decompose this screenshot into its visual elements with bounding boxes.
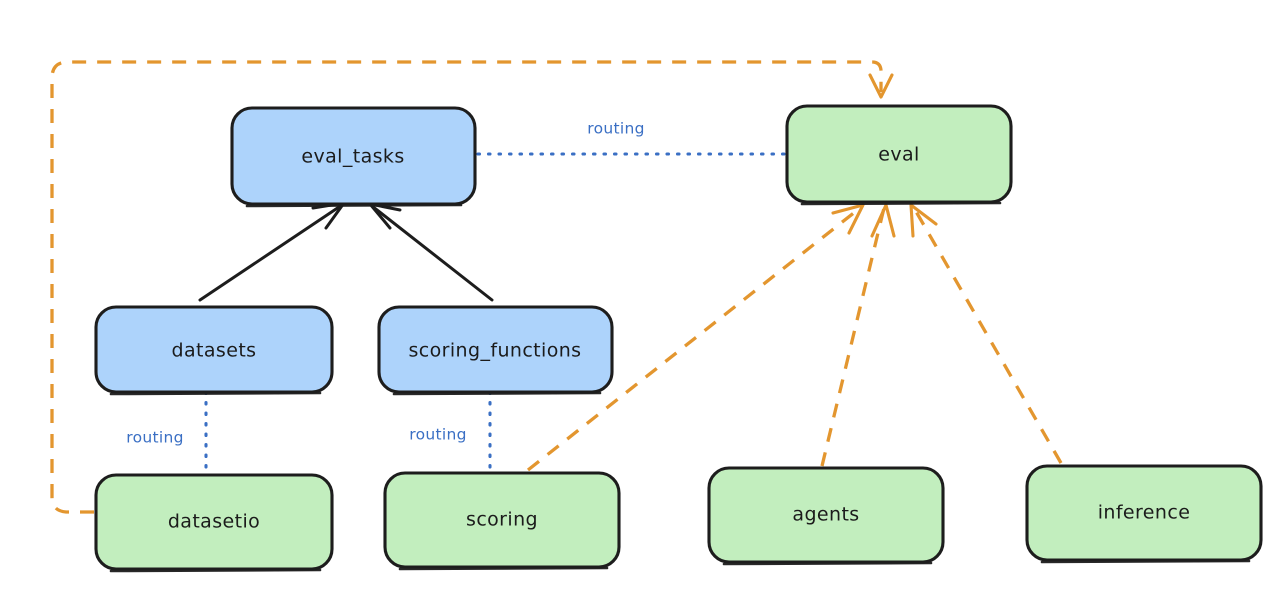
edge-datasetio-to-eval-line bbox=[50, 60, 883, 514]
edge-label-routing-eval: routing bbox=[587, 120, 645, 138]
edge-label-layer: routing routing routing bbox=[126, 120, 645, 447]
node-agents[interactable]: agents bbox=[707, 466, 945, 566]
node-datasetio[interactable]: datasetio bbox=[94, 473, 334, 573]
edge-label-routing-scoring: routing bbox=[409, 426, 467, 444]
edge-datasets-to-eval-tasks-line bbox=[198, 203, 344, 302]
node-inference[interactable]: inference bbox=[1025, 464, 1263, 564]
node-datasetio-box[interactable] bbox=[94, 473, 334, 571]
node-scoring-functions-box[interactable] bbox=[377, 305, 614, 394]
node-scoring-functions[interactable]: scoring_functions bbox=[377, 305, 614, 396]
edge-inference-to-eval-line bbox=[912, 207, 1063, 464]
edge-scoring-functions-to-eval-tasks bbox=[368, 202, 494, 302]
node-eval[interactable]: eval bbox=[785, 104, 1013, 206]
node-eval-box[interactable] bbox=[785, 104, 1013, 204]
edge-agents-to-eval-line bbox=[820, 207, 886, 467]
edge-layer bbox=[50, 60, 1063, 514]
edge-label-routing-datasets: routing bbox=[126, 429, 184, 447]
edge-scoring-to-eval bbox=[526, 203, 865, 472]
node-eval-label: eval bbox=[878, 144, 919, 166]
node-scoring-functions-label: scoring_functions bbox=[409, 340, 582, 362]
node-agents-box[interactable] bbox=[707, 466, 945, 564]
node-eval-tasks-label: eval_tasks bbox=[301, 146, 404, 168]
node-eval-tasks[interactable]: eval_tasks bbox=[230, 106, 477, 208]
node-scoring-label: scoring bbox=[466, 509, 538, 531]
edge-agents-to-eval bbox=[820, 203, 896, 467]
node-agents-label: agents bbox=[792, 504, 859, 526]
node-scoring[interactable]: scoring bbox=[383, 471, 621, 571]
edge-datasetio-to-eval bbox=[50, 60, 894, 514]
node-eval-tasks-box[interactable] bbox=[230, 106, 477, 206]
node-datasets[interactable]: datasets bbox=[94, 305, 334, 396]
edge-scoring-to-eval-line bbox=[526, 206, 862, 472]
edge-inference-to-eval-arrowhead bbox=[909, 203, 938, 238]
node-inference-box[interactable] bbox=[1025, 464, 1263, 562]
node-scoring-box[interactable] bbox=[383, 471, 621, 569]
edge-inference-to-eval bbox=[909, 203, 1063, 464]
node-inference-label: inference bbox=[1098, 502, 1191, 524]
node-datasetio-label: datasetio bbox=[168, 511, 260, 533]
edge-scoring-functions-to-eval-tasks-line bbox=[370, 204, 494, 302]
node-layer: eval_tasks eval datasets scoring_functio… bbox=[94, 104, 1263, 573]
edge-scoring-to-eval-arrowhead bbox=[831, 203, 865, 235]
node-datasets-label: datasets bbox=[172, 340, 257, 362]
edge-datasets-to-eval-tasks bbox=[198, 201, 346, 302]
edge-datasetio-to-eval-arrowhead bbox=[868, 73, 894, 99]
node-datasets-box[interactable] bbox=[94, 305, 334, 394]
edge-agents-to-eval-arrowhead bbox=[870, 203, 896, 238]
